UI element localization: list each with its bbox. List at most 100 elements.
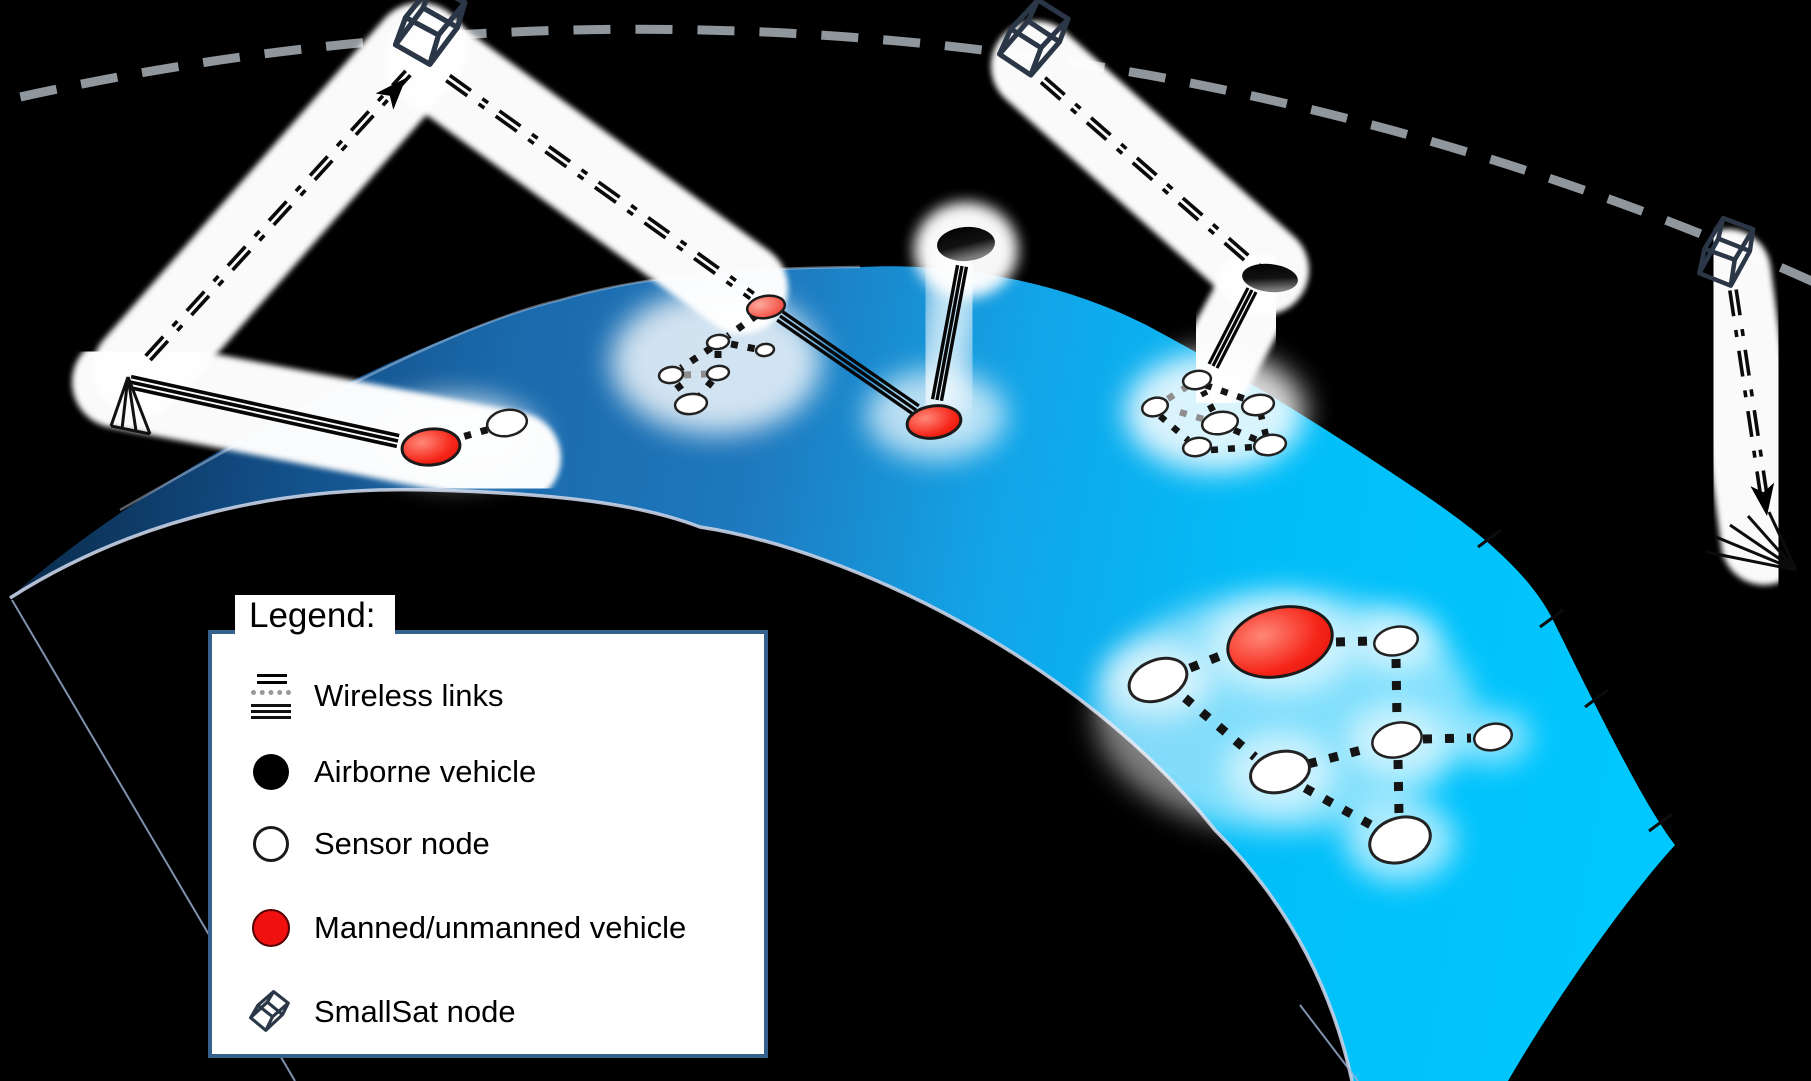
manned-vehicle-node (745, 294, 787, 320)
wireless-links-icon (248, 672, 294, 720)
manned-vehicle-node (400, 427, 462, 467)
sensor-link (1182, 694, 1258, 761)
airborne-vehicle-node (1242, 263, 1298, 293)
satellite-link (144, 69, 407, 358)
ground-link (130, 374, 400, 438)
earth-lower-edge (9, 487, 1354, 1081)
sensor-link (725, 312, 760, 339)
legend-title: Legend: (249, 596, 376, 635)
sensor-node (1181, 369, 1213, 391)
surface-glow (611, 290, 821, 434)
fan-line (1767, 511, 1798, 571)
satellite-link (1734, 289, 1771, 510)
sensor-node (1371, 721, 1423, 759)
ground-link (779, 314, 917, 412)
manned-vehicle-node (1226, 605, 1334, 679)
sensor-node (1249, 749, 1311, 795)
sensor-node (1181, 436, 1213, 458)
fan-line (1705, 550, 1797, 572)
sensor-node (1252, 433, 1288, 457)
sensor-link (447, 425, 491, 445)
sensor-node (705, 364, 731, 382)
sensor-link (1203, 381, 1250, 404)
sensor-link (1157, 413, 1191, 443)
manned-vehicle-icon (248, 909, 294, 947)
sensor-node (485, 408, 529, 438)
ground-link (935, 265, 964, 401)
sensor-node (1368, 815, 1432, 865)
sensor-link (1257, 414, 1270, 437)
sensor-node (1127, 656, 1189, 704)
ground-link (781, 310, 920, 408)
sensor-node-icon (248, 826, 294, 862)
edge-tick (1648, 812, 1673, 833)
sensor-node (1472, 722, 1514, 752)
sensor-link (730, 340, 757, 353)
sensor-node (657, 365, 685, 385)
legend-item-wireless-links: Wireless links (248, 670, 503, 722)
sensor-link (1200, 389, 1216, 413)
ground-link (128, 385, 398, 449)
ground-station (109, 376, 152, 436)
sensor-link (697, 378, 715, 399)
airborne-vehicle-icon (248, 754, 294, 790)
satellite-link (149, 73, 412, 362)
ground-link (1207, 287, 1250, 365)
orbit-path (0, 24, 1811, 286)
satellite-link (448, 73, 755, 295)
airborne-vehicle-node (937, 226, 995, 262)
surface-edge-line (1299, 1004, 1359, 1081)
legend-label-manned-vehicle: Manned/unmanned vehicle (314, 910, 687, 945)
sensor-node (1373, 625, 1419, 657)
ground-link (1215, 291, 1258, 369)
sensor-node (1240, 393, 1276, 417)
ground-station-leg (126, 376, 138, 432)
legend-item-sensor-node: Sensor node (248, 818, 490, 870)
sensor-node (705, 333, 731, 351)
ground-link (1211, 289, 1254, 367)
ground-link (930, 264, 960, 400)
satellite-link (1043, 76, 1262, 267)
sensor-node (754, 342, 776, 358)
sensor-link (1335, 636, 1372, 647)
link-arrow (375, 78, 406, 110)
fan-line (1729, 523, 1797, 572)
legend-item-manned-vehicle: Manned/unmanned vehicle (248, 902, 686, 954)
ground-antenna-fan (1705, 511, 1798, 572)
legend-title-tab: Legend: (235, 595, 395, 643)
satellite-link (445, 79, 752, 301)
sensor-link (1393, 759, 1404, 817)
edge-tick (1584, 688, 1609, 709)
fan-line (1746, 515, 1798, 571)
sensor-node (1140, 396, 1170, 418)
ground-station-base (110, 424, 151, 436)
ground-link (939, 266, 969, 402)
fan-line (1715, 535, 1797, 572)
sensor-link (1210, 443, 1255, 454)
ground-link (776, 318, 915, 416)
legend-item-smallsat-node: SmallSat node (248, 986, 516, 1038)
sensor-node (1200, 410, 1240, 436)
legend-label-airborne-vehicle: Airborne vehicle (314, 754, 537, 789)
sensor-link (1391, 658, 1402, 722)
sensor-link (1232, 427, 1259, 443)
sensor-link (1188, 647, 1232, 673)
sensor-link (683, 370, 707, 379)
ground-station-leg (120, 376, 130, 430)
edge-tick (1477, 528, 1502, 549)
legend-label-wireless-links: Wireless links (314, 678, 504, 713)
sensor-link (1175, 407, 1204, 423)
ground-link (129, 380, 399, 443)
sensor-link (679, 345, 713, 371)
satellite-link (1728, 290, 1765, 511)
sensor-link (1164, 383, 1190, 403)
link-arrow (1750, 482, 1775, 516)
sensor-link (1422, 733, 1472, 744)
sensor-link (1306, 743, 1371, 769)
sensor-link (674, 381, 689, 399)
manned-vehicle-node (905, 404, 963, 440)
ground-station-leg (126, 376, 152, 435)
edge-tick (1539, 608, 1564, 629)
ground-station-leg (109, 376, 130, 427)
